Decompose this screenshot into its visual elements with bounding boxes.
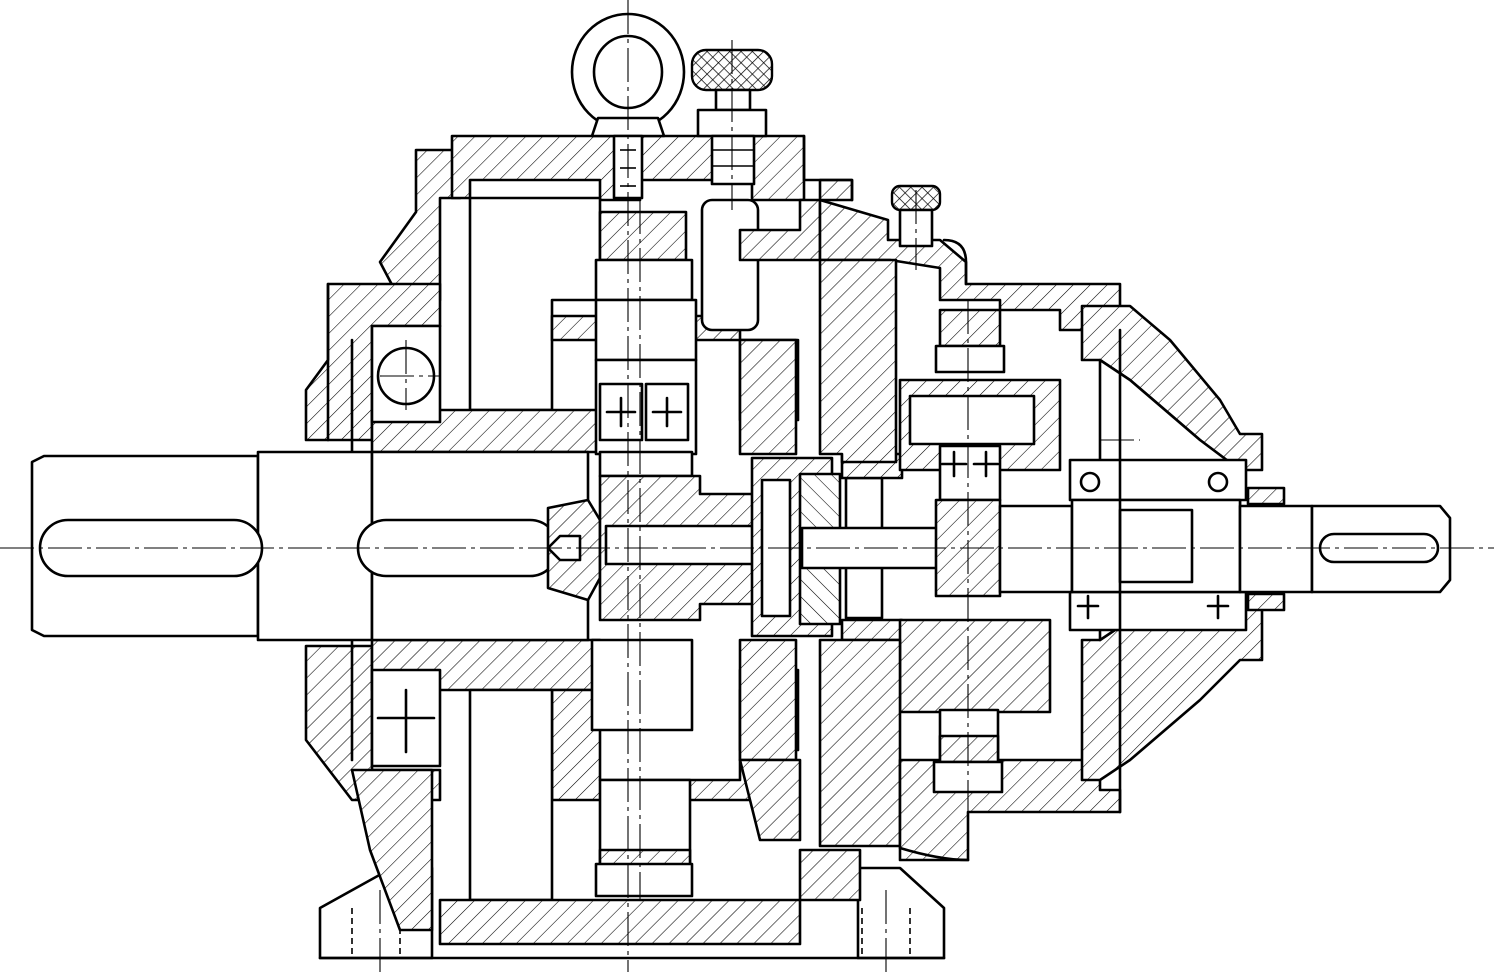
first-stage-gears: [590, 210, 804, 898]
input-shaft: [30, 450, 602, 642]
output-bearing: [1068, 458, 1248, 632]
second-stage-gears: [908, 308, 1036, 794]
input-bearing-lower: [370, 668, 442, 768]
stage-coupling: [750, 452, 944, 642]
housing-right: [818, 198, 1122, 862]
housing-left: [370, 134, 806, 946]
outer-contour: [802, 134, 1122, 862]
input-end-cover: [304, 148, 462, 932]
output-shaft: [998, 486, 1452, 612]
